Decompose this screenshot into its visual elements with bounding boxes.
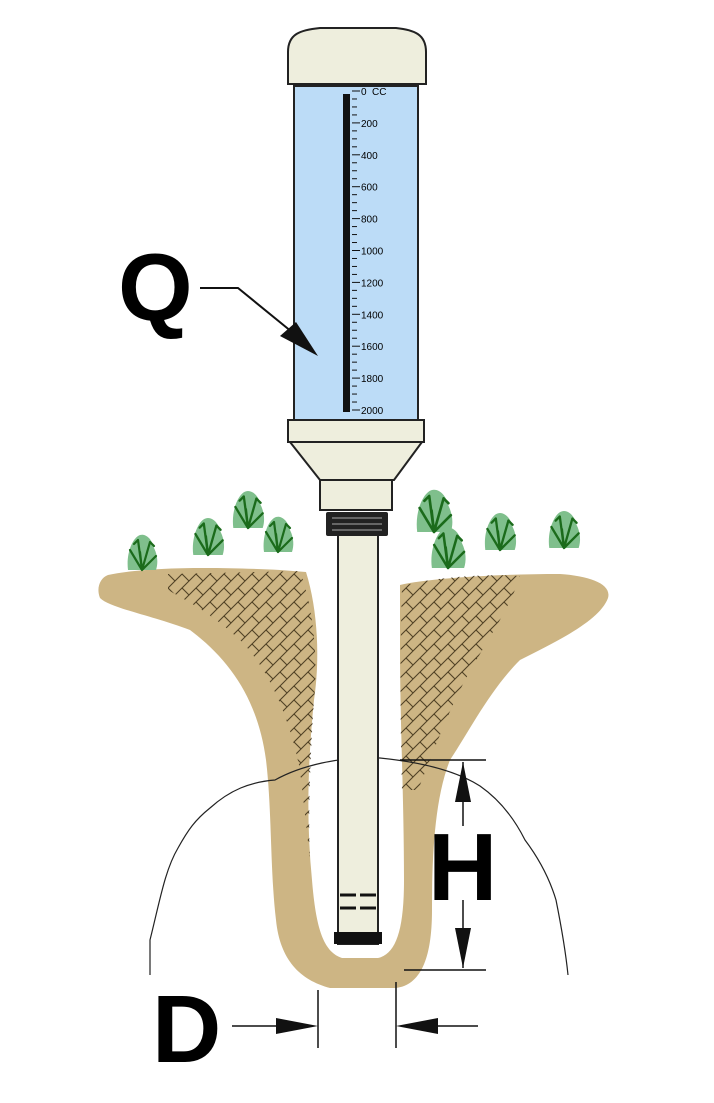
wetting-front-line bbox=[149, 757, 569, 976]
label-q: Q bbox=[118, 234, 193, 341]
grass-tuft bbox=[431, 527, 466, 570]
soil-mound bbox=[98, 567, 609, 988]
grass-tuft bbox=[484, 512, 517, 552]
h-arrow-up bbox=[455, 762, 471, 802]
graduated-scale: 0 200 400 600 800 1000 1200 1400 1600 1800 2000 CC bbox=[352, 87, 386, 417]
grass-tuft bbox=[263, 516, 294, 554]
scale-tick-label: 1600 bbox=[361, 342, 384, 353]
scale-tick-label: 2000 bbox=[361, 406, 384, 417]
grass-tuft bbox=[416, 489, 453, 534]
q-arrowhead bbox=[280, 322, 318, 356]
permeameter-tube bbox=[337, 533, 379, 945]
reservoir-funnel bbox=[287, 441, 424, 481]
scale-tick-label: 400 bbox=[361, 151, 378, 162]
grass-tuft bbox=[192, 517, 225, 557]
grass-tuft bbox=[127, 534, 158, 572]
scale-tick-label: 600 bbox=[361, 183, 378, 194]
hatched-soil-right bbox=[400, 575, 520, 790]
scale-tick-label: 800 bbox=[361, 215, 378, 226]
grass-tuft bbox=[232, 490, 265, 530]
scale-tick-label: 1200 bbox=[361, 278, 384, 289]
hatched-soil-left bbox=[168, 571, 316, 860]
tube-tip bbox=[334, 932, 382, 944]
reservoir-neck bbox=[319, 479, 393, 511]
reservoir-cap bbox=[287, 27, 427, 85]
scale-tick-label: 1800 bbox=[361, 374, 384, 385]
h-arrow-down bbox=[455, 928, 471, 968]
label-d: D bbox=[152, 976, 221, 1083]
scale-tick-label: 0 bbox=[361, 87, 367, 98]
surface-vegetation bbox=[127, 489, 581, 572]
d-arrow-left bbox=[396, 1018, 438, 1034]
scale-tick-label: 1000 bbox=[361, 247, 384, 258]
reservoir-base-ring bbox=[287, 419, 425, 443]
label-h: H bbox=[428, 814, 497, 921]
water-level-bar bbox=[343, 94, 350, 412]
reservoir-cylinder bbox=[293, 85, 419, 421]
d-arrow-right bbox=[276, 1018, 318, 1034]
q-leader-line bbox=[200, 287, 293, 333]
scale-tick-label: 200 bbox=[361, 119, 378, 130]
scale-tick-label: 1400 bbox=[361, 310, 384, 321]
scale-unit-label: CC bbox=[372, 87, 386, 98]
grass-tuft bbox=[548, 510, 581, 550]
